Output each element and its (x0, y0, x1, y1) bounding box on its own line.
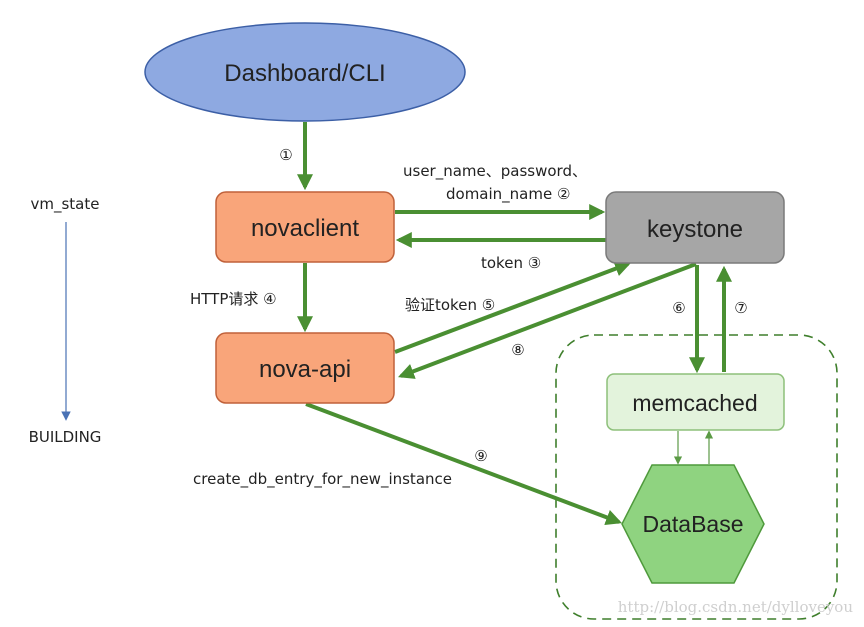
keystone-label: keystone (647, 216, 743, 243)
database-label: DataBase (642, 511, 743, 537)
step-2-label-line1: user_name、password、 (403, 162, 587, 181)
arrow-nova-api-to-keystone (394, 261, 631, 354)
dashboard-cli-node: Dashboard/CLI (144, 22, 466, 122)
memcached-node: memcached (606, 373, 785, 431)
novaclient-node: novaclient (215, 191, 395, 263)
step-5-label: 验证token ⑤ (405, 296, 495, 314)
arrow-keystone-to-nova-api (398, 262, 697, 379)
create-db-entry-label: create_db_entry_for_new_instance (193, 470, 452, 489)
nova-api-label: nova-api (259, 356, 351, 383)
step-9-label: ⑨ (474, 447, 487, 465)
step-1-label: ① (279, 146, 292, 164)
vm-state-title: vm_state (31, 195, 100, 214)
database-node: DataBase (621, 464, 765, 584)
dashboard-cli-label: Dashboard/CLI (224, 60, 385, 87)
step-8-label: ⑧ (511, 341, 524, 359)
nova-api-node: nova-api (215, 332, 395, 404)
arrow-nova-api-to-database (305, 402, 622, 525)
cache-db-group-border (555, 334, 838, 620)
step-3-label: token ③ (481, 254, 541, 272)
vm-state-building: BUILDING (29, 428, 102, 446)
keystone-node: keystone (605, 191, 785, 264)
novaclient-label: novaclient (251, 215, 359, 242)
watermark: http://blog.csdn.net/dylloveyou (618, 598, 854, 616)
memcached-label: memcached (632, 390, 757, 416)
step-7-label: ⑦ (734, 299, 747, 317)
step-6-label: ⑥ (672, 299, 685, 317)
step-2-label-line2: domain_name ② (446, 185, 570, 204)
step-4-label: HTTP请求 ④ (190, 290, 277, 308)
